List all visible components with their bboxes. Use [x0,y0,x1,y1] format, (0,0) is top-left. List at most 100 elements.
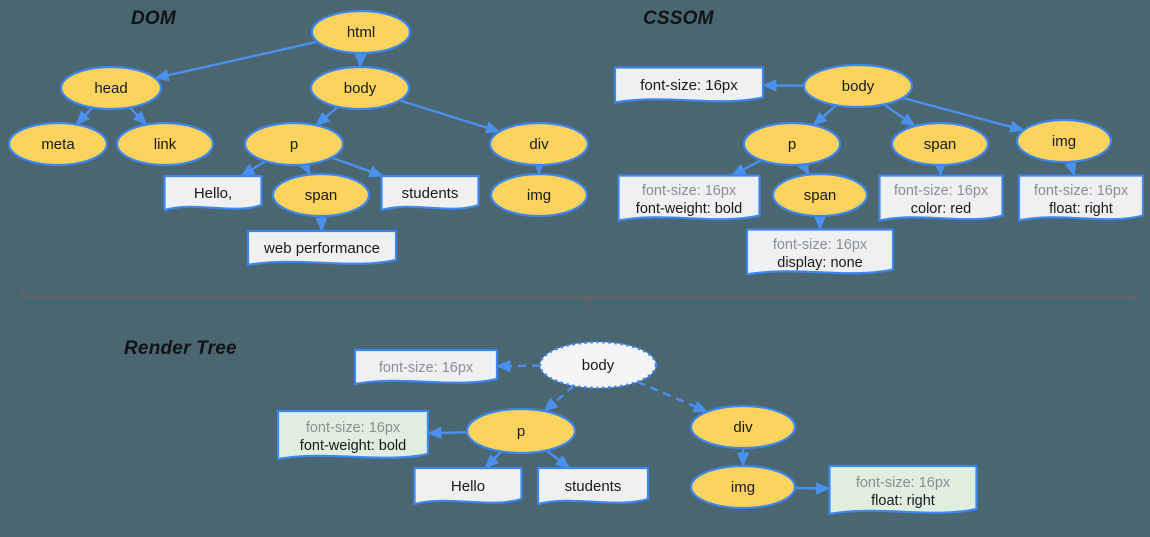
section-divider [21,288,1137,308]
node-shape-body [309,65,411,111]
node-r-div[interactable]: div [689,404,797,450]
node-line1-r-pstyle: font-size: 16px [306,420,401,436]
node-r-imgstyle[interactable]: font-size: 16px float: right [828,464,978,516]
node-label-r-img: img [731,479,755,496]
node-shape-html [310,9,412,55]
node-line2-r-imgstyle: float: right [871,493,935,509]
node-shape-c-p [742,121,842,167]
node-line1-c-fs-body: font-size: 16px [640,77,738,94]
node-shape-div [488,121,590,167]
node-shape-c-span2 [771,172,869,218]
node-label-meta: meta [41,136,75,153]
node-shape-c-span2-style [745,228,895,276]
node-shape-c-body [802,63,914,109]
node-line2-c-span1-style: color: red [911,201,971,217]
node-webp[interactable]: web performance [246,229,398,267]
node-shape-r-img [689,464,797,510]
node-c-span1[interactable]: span [890,121,990,167]
node-label-link: link [154,136,177,153]
node-link[interactable]: link [115,121,215,167]
edge-p-to-stud [331,156,384,178]
edge-body-to-p [315,105,339,127]
edge-html-to-head [154,40,318,82]
edge-r-img-to-r-imgstyle [794,482,831,495]
node-r-img[interactable]: img [689,464,797,510]
node-meta[interactable]: meta [7,121,109,167]
node-shape-c-img [1015,118,1113,164]
node-r-p[interactable]: p [465,407,577,455]
edge-r-p-to-r-hello [484,450,503,469]
edges-layer [75,40,1077,495]
node-label-r-p: p [517,423,525,440]
node-shape-r-fs [353,348,499,386]
edge-c-p-to-c-p-style [731,159,762,177]
node-img[interactable]: img [489,172,589,218]
node-r-pstyle[interactable]: font-size: 16px font-weight: bold [276,409,430,461]
node-label-img: img [527,187,551,204]
node-line1-r-fs: font-size: 16px [379,360,474,376]
node-label-r-div: div [733,419,753,436]
section-title-dom: DOM [131,8,176,29]
node-r-stud[interactable]: students [536,466,650,506]
node-stud[interactable]: students [380,174,480,212]
node-c-span2-style[interactable]: font-size: 16px display: none [745,228,895,276]
node-label-c-span1: span [924,136,957,153]
edge-c-body-to-c-p [812,104,837,127]
node-html[interactable]: html [310,9,412,55]
node-c-span1-style[interactable]: font-size: 16px color: red [878,174,1004,222]
section-title-cssom: CSSOM [643,8,714,29]
node-line1-c-span1-style: font-size: 16px [894,183,989,199]
node-label-span: span [305,187,338,204]
node-shape-img [489,172,589,218]
node-line2-r-pstyle: font-weight: bold [300,438,406,454]
node-p[interactable]: p [243,121,345,167]
edge-body-to-div [399,99,501,134]
node-shape-p [243,121,345,167]
node-shape-span [271,172,371,218]
node-shape-r-pstyle [276,409,430,461]
node-label-div: div [529,136,549,153]
node-label-r-stud: students [565,478,622,495]
node-label-c-body: body [842,78,875,95]
node-head[interactable]: head [59,65,163,111]
node-div[interactable]: div [488,121,590,167]
node-hello[interactable]: Hello, [163,174,263,212]
node-r-hello[interactable]: Hello [413,466,523,506]
node-c-fs-body[interactable]: font-size: 16px [613,66,765,104]
node-body[interactable]: body [309,65,411,111]
node-label-hello: Hello, [194,185,232,202]
node-shape-stud [380,174,480,212]
node-line2-c-img-style: float: right [1049,201,1113,217]
node-r-body[interactable]: body [538,340,658,390]
node-line1-r-imgstyle: font-size: 16px [856,475,951,491]
node-label-c-img: img [1052,133,1076,150]
node-line1-c-p-style: font-size: 16px [642,183,737,199]
node-label-r-body: body [582,357,615,374]
node-shape-r-div [689,404,797,450]
node-r-fs[interactable]: font-size: 16px [353,348,499,386]
edge-r-body-to-r-fs [496,359,541,373]
node-c-p[interactable]: p [742,121,842,167]
node-shape-r-p [465,407,577,455]
node-line2-c-span2-style: display: none [777,255,862,271]
node-span[interactable]: span [271,172,371,218]
edge-c-img-to-c-img-style [1064,160,1077,177]
node-line1-c-span2-style: font-size: 16px [773,237,868,253]
node-shape-meta [7,121,109,167]
node-label-p: p [290,136,298,153]
edge-r-p-to-r-pstyle [427,426,468,440]
node-c-span2[interactable]: span [771,172,869,218]
node-label-c-span2: span [804,187,837,204]
edge-c-body-to-c-span1 [883,103,916,128]
node-shape-c-img-style [1017,174,1145,222]
node-label-body: body [344,80,377,97]
edge-r-body-to-r-div [636,380,709,413]
node-label-r-hello: Hello [451,478,485,495]
node-c-img[interactable]: img [1015,118,1113,164]
node-shape-link [115,121,215,167]
edge-p-to-span [298,159,312,176]
node-c-body[interactable]: body [802,63,914,109]
